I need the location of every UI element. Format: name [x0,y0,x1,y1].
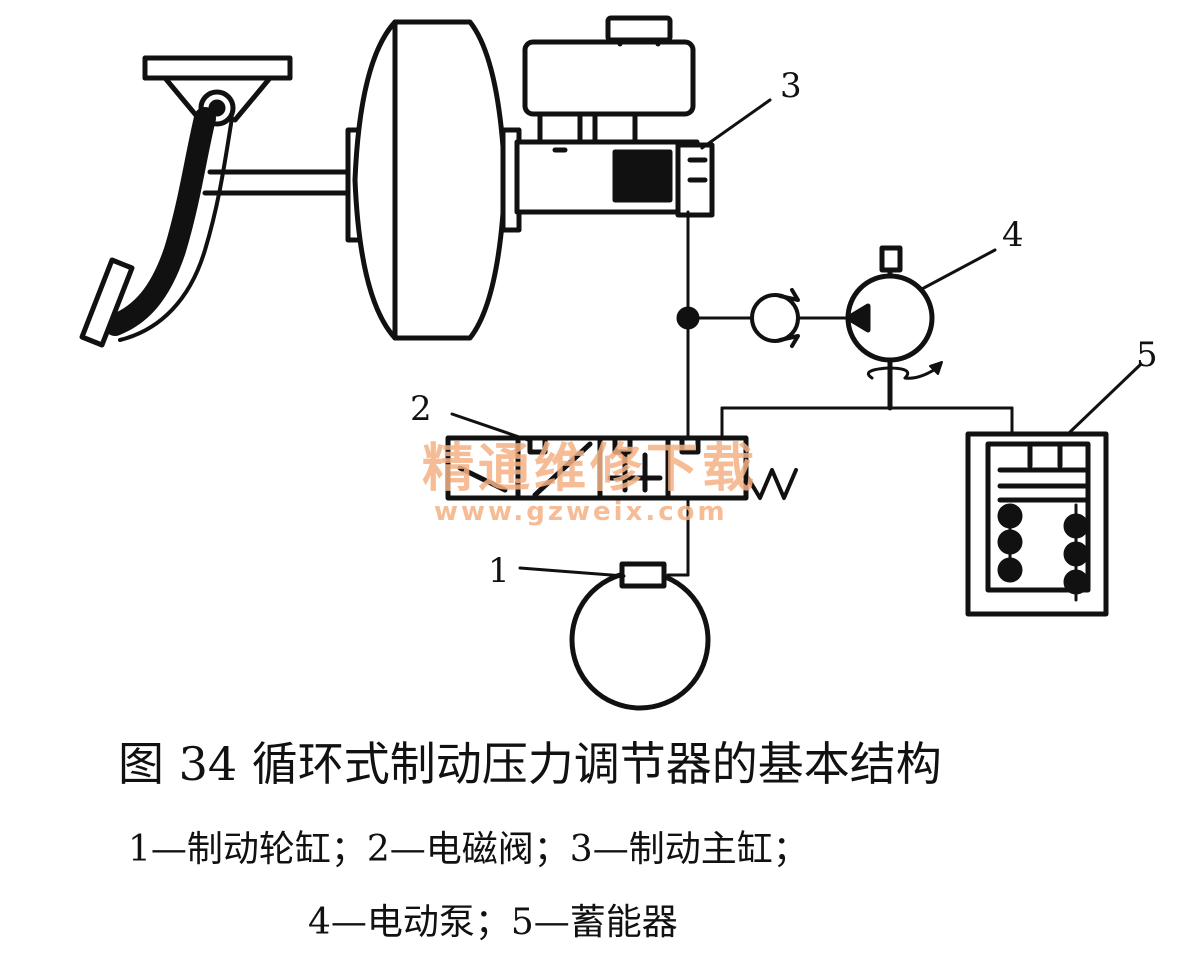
label-2: 2 [410,389,432,429]
junction-node [676,306,700,330]
solenoid-valve [445,435,798,501]
brake-pedal [79,107,234,348]
label-5: 5 [1136,335,1158,375]
watermark-text: 精通维修下载 [422,439,758,499]
check-valve [750,288,800,348]
label-4: 4 [1002,215,1024,255]
wheel-cylinder [569,561,711,711]
pedal-bracket [142,55,293,127]
leader-lines [450,98,1142,578]
accumulator [965,431,1109,617]
fluid-reservoir [522,15,696,117]
vacuum-booster [352,19,522,341]
watermark-url: www.gzweix.com [434,497,728,527]
figure-caption-title: 图 34 循环式制动压力调节器的基本结构 [118,737,942,791]
master-cylinder [514,109,715,218]
figure-legend-line-1: 1—制动轮缸；2—电磁阀；3—制动主缸； [128,829,809,870]
electric-pump [845,245,943,411]
figure-legend-line-2: 4—电动泵；5—蓄能器 [308,902,678,943]
label-3: 3 [780,66,802,106]
label-1: 1 [488,551,510,591]
